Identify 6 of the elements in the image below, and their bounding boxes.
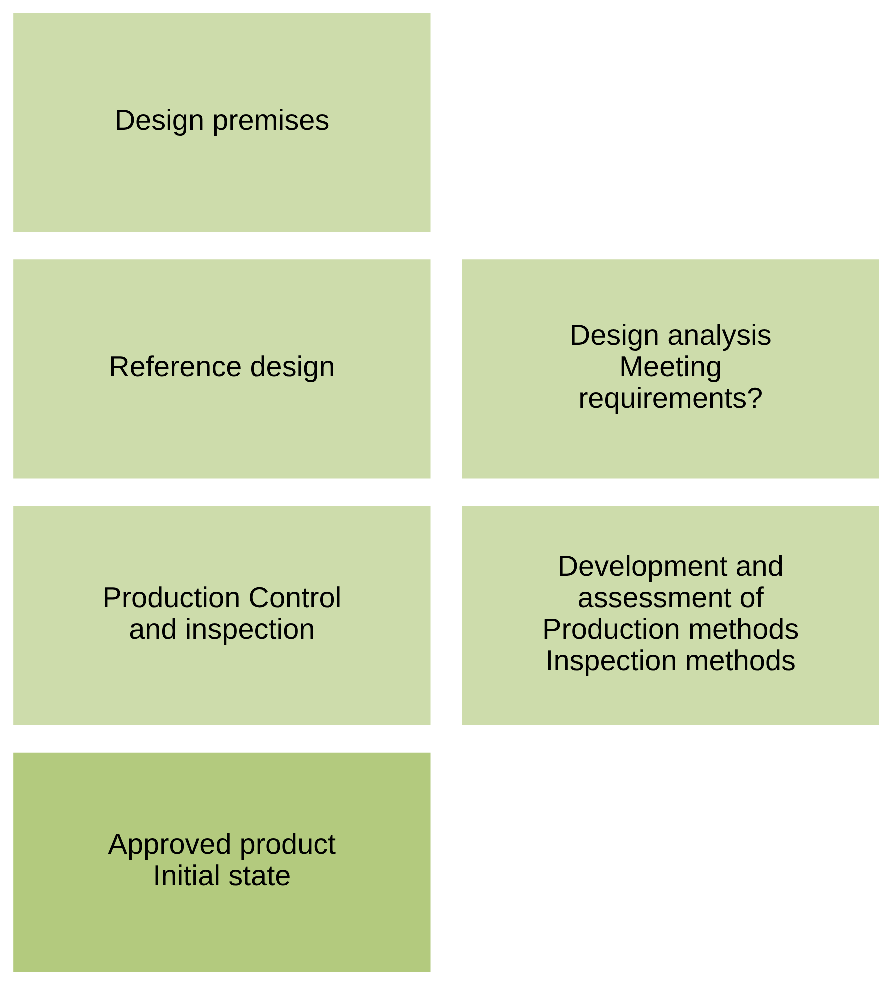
node-box: Development and assessment of Production methods Inspection methods [462,506,879,726]
node-box: Design premises [13,13,430,232]
node-box: Approved product Initial state [13,752,430,972]
node-box: Design analysis Meeting requirements? [462,260,879,479]
node-box: Reference design [13,260,430,479]
node-box: Production Control and inspection [13,506,430,726]
